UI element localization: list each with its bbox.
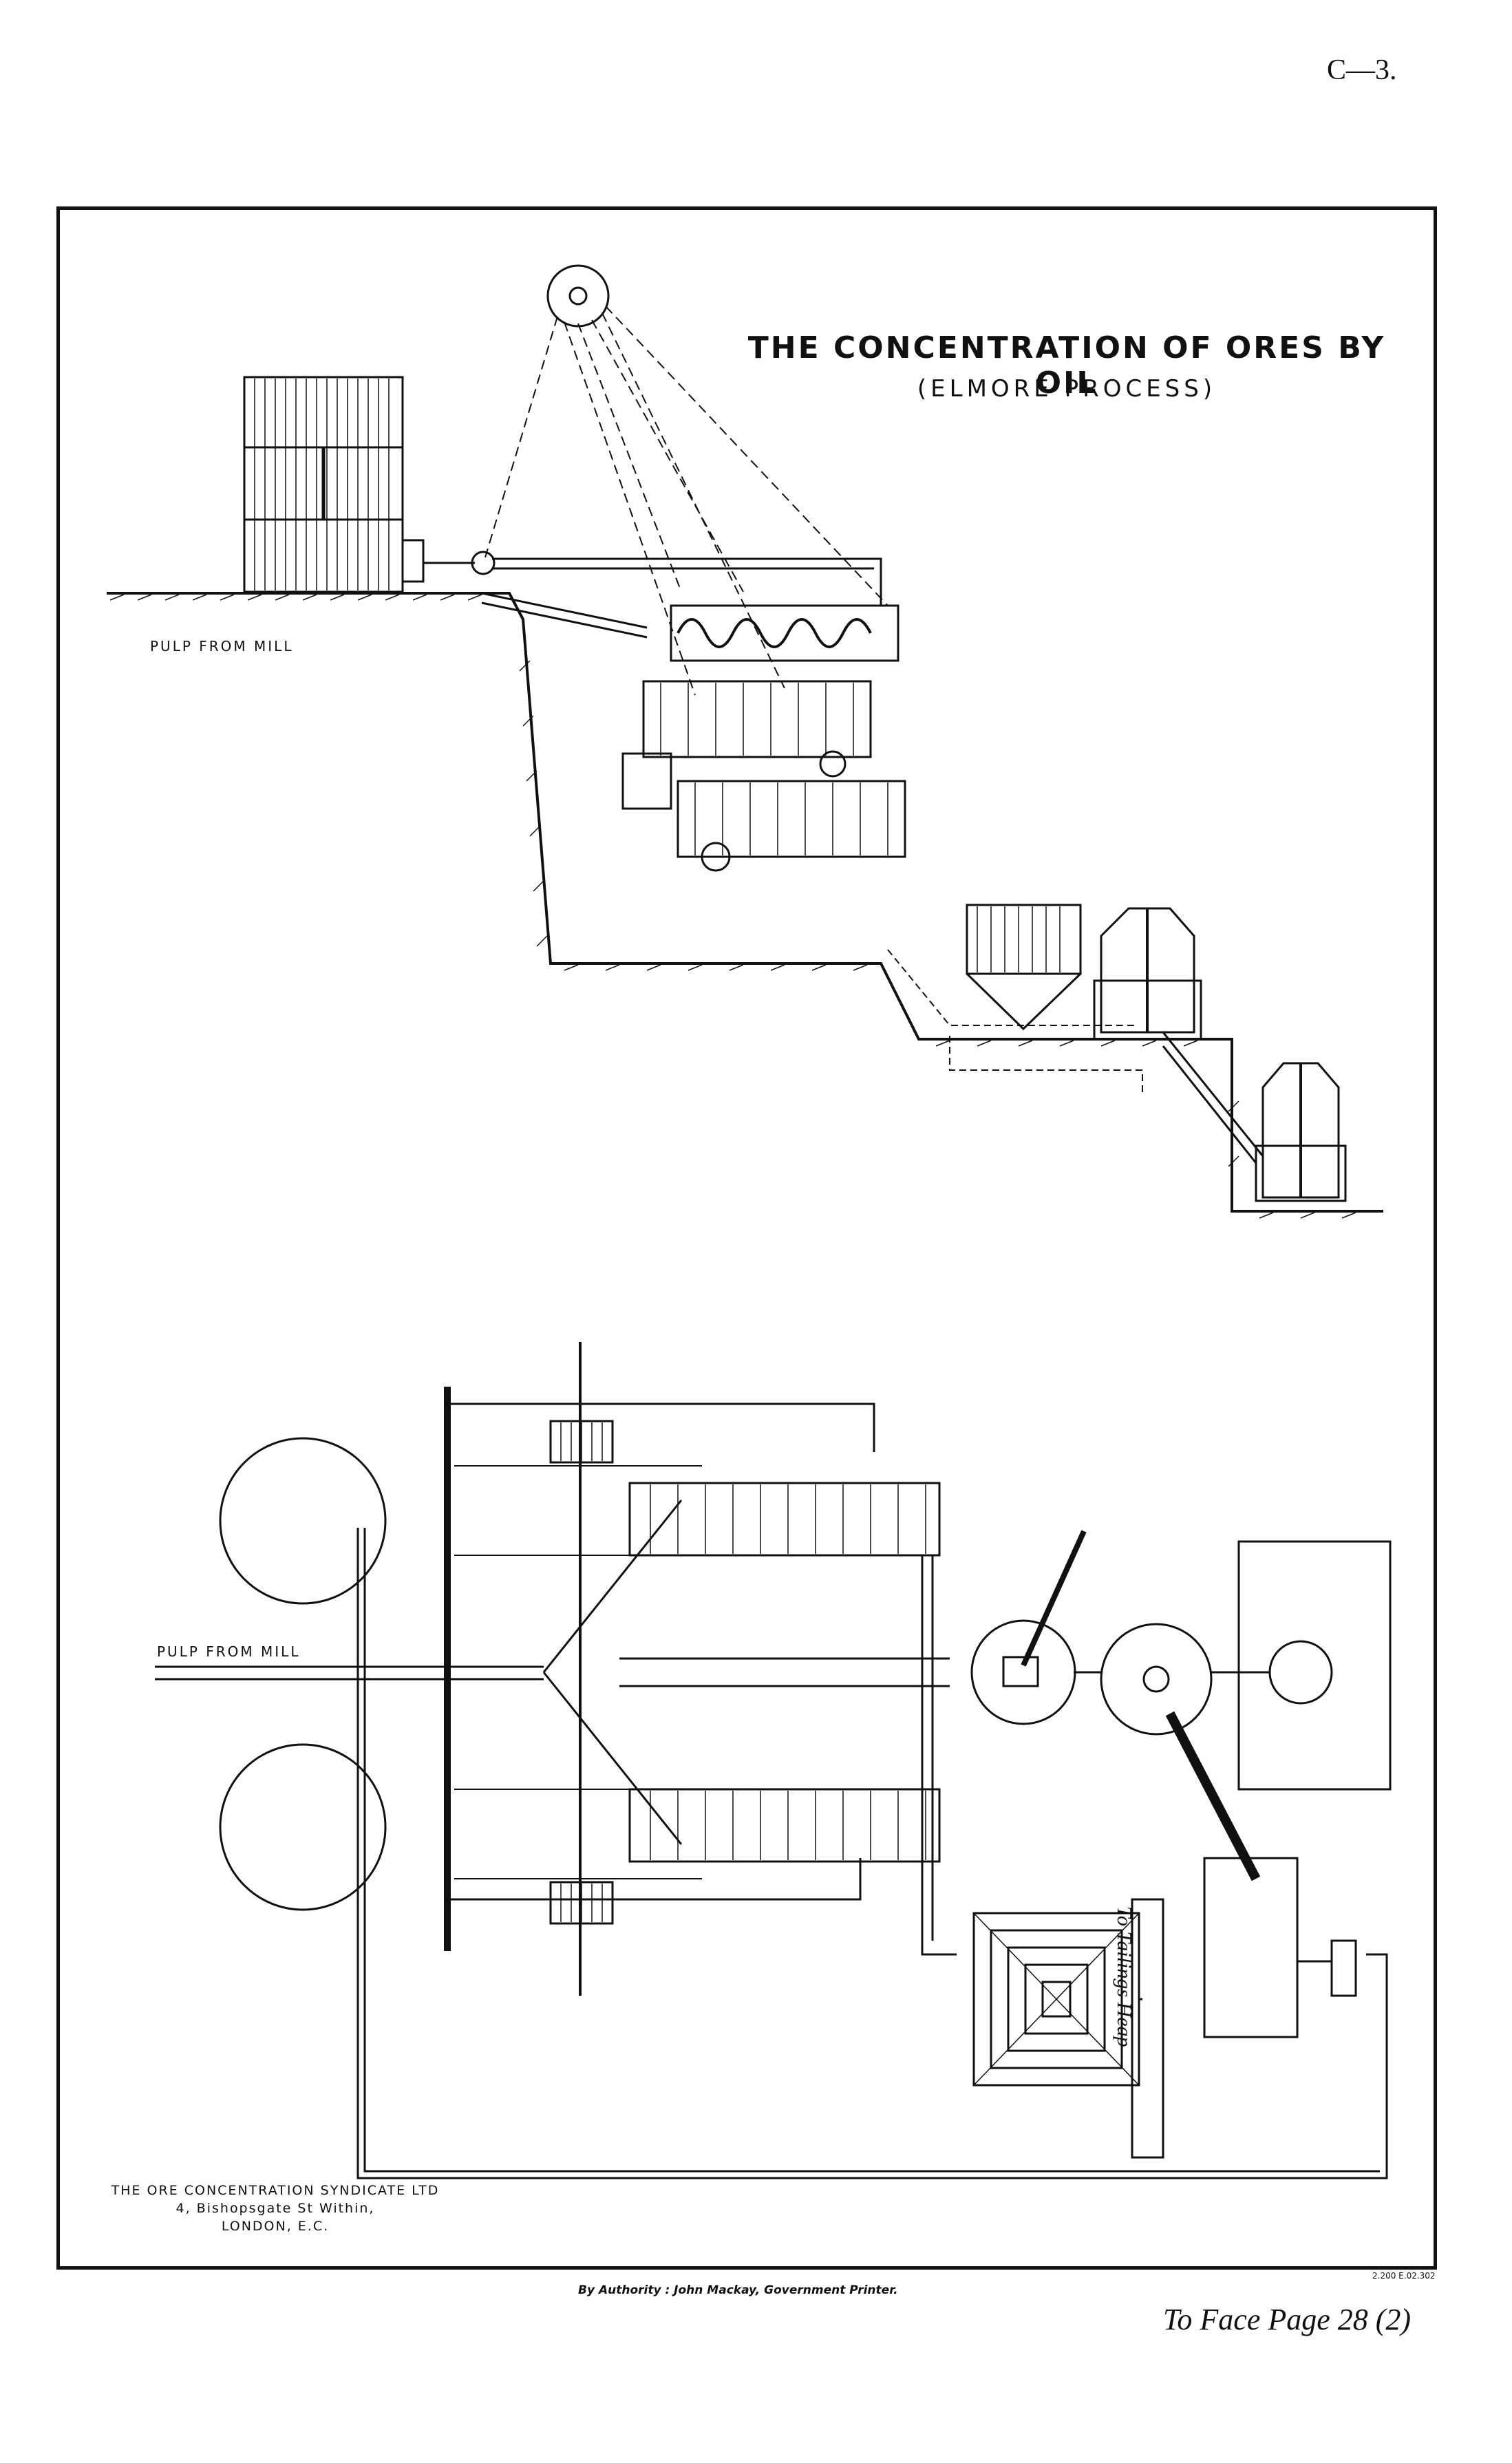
cross-lines: [454, 1465, 702, 1879]
return-pipe: [356, 1528, 1388, 2179]
pulley-plan-upper: [549, 1420, 614, 1464]
separator-2: [621, 752, 906, 872]
tank-plan-upper: [219, 1437, 387, 1605]
box-plan: [1203, 1857, 1299, 2038]
pump: [401, 539, 496, 583]
overhead-pulley: [546, 264, 610, 328]
maker-imprint: THE ORE CONCENTRATION SYNDICATE LTD 4, B…: [110, 2182, 440, 2235]
maker-name: THE ORE CONCENTRATION SYNDICATE LTD: [111, 2183, 440, 2198]
collector-pipes: [619, 1555, 957, 1956]
lever-1: [1021, 1530, 1087, 1667]
maker-address: 4, Bishopsgate St Within,: [175, 2201, 375, 2216]
ground-hatch: [109, 594, 1356, 1219]
drive-belts: [485, 306, 888, 696]
diagram-title: THE CONCENTRATION OF ORES BY OIL: [747, 330, 1386, 401]
pulley-plan-lower: [549, 1881, 614, 1925]
feed-lines: [451, 1403, 875, 1901]
separator-1: [642, 680, 872, 778]
face-page-note: To Face Page 28 (2): [1163, 2303, 1412, 2336]
branch-pipes: [542, 1500, 683, 1845]
sheet-reference: C—3.: [1327, 54, 1397, 86]
cone-plan: [970, 1619, 1076, 1725]
drawing-frame: [56, 206, 1437, 2270]
mixer-screw: [670, 604, 899, 662]
pulp-from-mill-label-bottom: PULP FROM MILL: [157, 1643, 301, 1660]
tailings-heap-label: To Tailings Heap: [1113, 1906, 1136, 2047]
pulp-from-mill-label-top: PULP FROM MILL: [150, 638, 294, 654]
ground-profile: [107, 592, 1383, 1213]
centrifuge-2: [1255, 1062, 1347, 1202]
discharge-chute: [1162, 1032, 1264, 1164]
centrifuge-plan-1: [1100, 1623, 1213, 1736]
frame-plan-2: [1237, 1540, 1392, 1791]
feed-pipe: [492, 557, 882, 606]
tank-plan-lower: [219, 1743, 387, 1911]
plan-view: [155, 1342, 1392, 2179]
print-code: 2.200 E.02.302: [1372, 2271, 1436, 2281]
gauge-glass: [1330, 1939, 1357, 1997]
elevation-view: [107, 264, 1383, 1219]
lever-2: [1165, 1711, 1261, 1881]
centrifuge-plan-2: [1268, 1640, 1333, 1705]
mixer-plan-upper: [628, 1482, 941, 1557]
centrifuge-1: [1093, 907, 1202, 1041]
cone-settling-tank: [966, 904, 1082, 1031]
storage-tank: [243, 376, 404, 593]
centrifuge-plan-1-hub: [1142, 1665, 1170, 1693]
dashed-pipe: [887, 949, 1143, 1094]
mixer-plan-lower: [628, 1788, 941, 1863]
maker-city: LONDON, E.C.: [221, 2219, 330, 2234]
printer-credit: By Authority : John Mackay, Government P…: [578, 2283, 898, 2297]
pulp-inlet-pipe: [481, 592, 648, 639]
cone-plan-box: [1002, 1656, 1039, 1687]
pulp-plan-pipe: [155, 1665, 544, 1681]
diagram-subtitle: (ELMORE PROCESS): [917, 375, 1217, 403]
tailings-sign: [1131, 1898, 1164, 2159]
